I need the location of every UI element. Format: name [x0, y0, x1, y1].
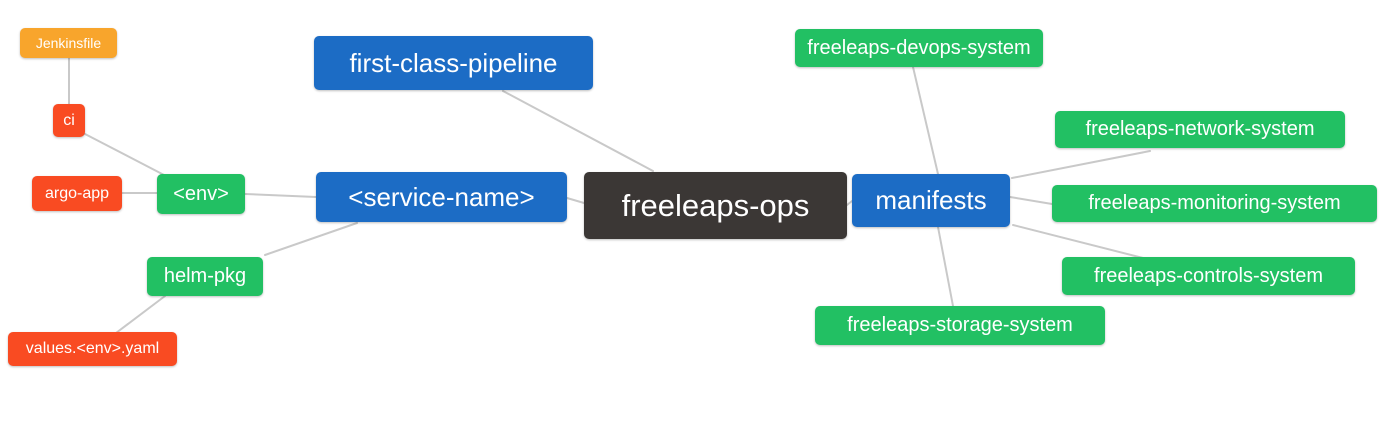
edge-root-manifests — [846, 200, 853, 206]
node-values-env-yaml[interactable]: values.<env>.yaml — [8, 332, 177, 366]
node-freeleaps-controls-system[interactable]: freeleaps-controls-system — [1062, 257, 1355, 295]
node-freeleaps-network-system[interactable]: freeleaps-network-system — [1055, 111, 1345, 148]
edge-first-class-pipeline-root — [502, 90, 654, 172]
node-env[interactable]: <env> — [157, 174, 245, 214]
edge-env-service-name — [244, 193, 317, 198]
node-freeleaps-storage-system[interactable]: freeleaps-storage-system — [815, 306, 1105, 345]
node-freeleaps-ops-root[interactable]: freeleaps-ops — [584, 172, 847, 239]
node-ci[interactable]: ci — [53, 104, 85, 137]
edge-values-helm-pkg — [115, 295, 166, 334]
edge-helm-pkg-service-name — [264, 222, 358, 256]
node-freeleaps-devops-system[interactable]: freeleaps-devops-system — [795, 29, 1043, 67]
node-service-name[interactable]: <service-name> — [316, 172, 567, 222]
node-first-class-pipeline[interactable]: first-class-pipeline — [314, 36, 593, 90]
edge-manifests-monitoring — [1009, 196, 1053, 205]
edge-ci-env — [84, 133, 167, 177]
edge-manifests-network — [1011, 150, 1151, 179]
edge-manifests-controls — [1012, 224, 1144, 259]
node-argo-app[interactable]: argo-app — [32, 176, 122, 211]
edge-manifests-storage — [937, 226, 954, 307]
node-jenkinsfile[interactable]: Jenkinsfile — [20, 28, 117, 58]
node-manifests[interactable]: manifests — [852, 174, 1010, 227]
edge-manifests-devops — [912, 66, 939, 175]
edge-service-name-root — [566, 197, 585, 204]
node-freeleaps-monitoring-system[interactable]: freeleaps-monitoring-system — [1052, 185, 1377, 222]
node-helm-pkg[interactable]: helm-pkg — [147, 257, 263, 296]
